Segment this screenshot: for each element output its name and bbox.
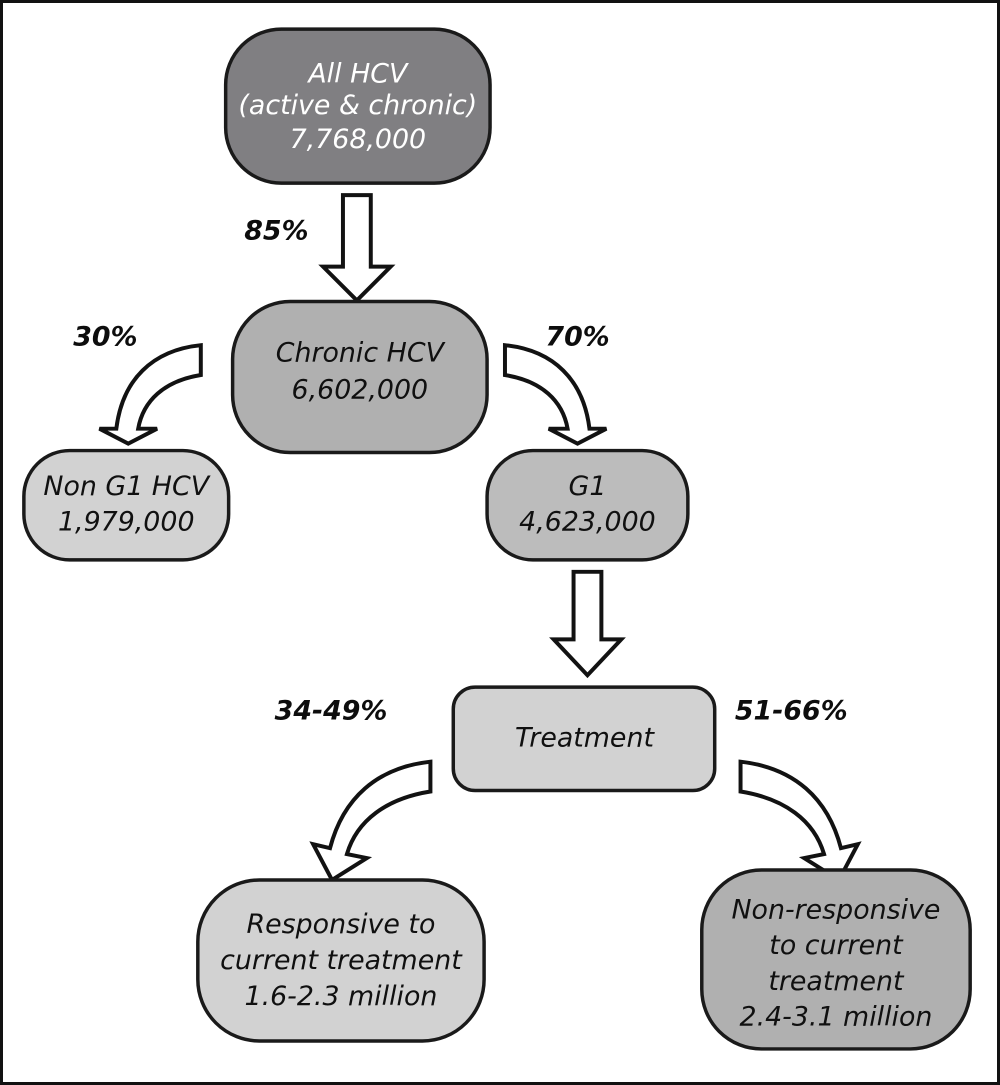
non-g1-hcv-node[interactable]: Non G1 HCV 1,979,000 [22,448,231,562]
non-g1-hcv-line-1: Non G1 HCV [43,471,210,502]
all-hcv-line-3: 7,768,000 [290,124,427,155]
treatment-shape [451,685,717,793]
edge-g1-to-treatment [549,569,626,679]
edge-all-to-chronic: 85% [244,193,396,304]
non-responsive-line-1: Non-responsive [731,894,940,925]
edge-treatment-non-responsive: 51-66% [735,695,862,883]
g1-line-1: G1 [569,471,607,502]
curved-arrow-right-icon [502,342,608,446]
responsive-line-3: 1.6-2.3 million [245,981,438,1012]
non-responsive-line-3: treatment [768,966,905,997]
non-responsive-line-2: to current [769,930,904,961]
curved-arrow-left-icon [309,759,433,883]
non-g1-hcv-line-2: 1,979,000 [58,507,195,538]
treatment-line-1: Treatment [515,722,655,753]
edge-label-70: 70% [545,322,609,353]
responsive-line-2: current treatment [220,945,463,976]
edge-chronic-to-non-g1: 30% [73,322,203,446]
edge-chronic-to-g1: 70% [502,322,610,446]
all-hcv-node[interactable]: All HCV (active & chronic) 7,768,000 [223,27,492,185]
edge-label-30: 30% [73,322,137,353]
down-arrow-icon [318,193,396,304]
edge-label-85: 85% [244,215,308,246]
chronic-hcv-shape [230,299,489,455]
chronic-hcv-line-1: Chronic HCV [276,338,446,369]
responsive-shape [196,878,486,1043]
responsive-node[interactable]: Responsive to current treatment 1.6-2.3 … [196,878,486,1043]
all-hcv-line-2: (active & chronic) [238,90,477,121]
non-responsive-node[interactable]: Non-responsive to current treatment 2.4-… [700,868,972,1051]
responsive-line-1: Responsive to [247,909,436,940]
curved-arrow-right-icon [738,759,862,883]
curved-arrow-left-icon [98,342,203,446]
g1-node[interactable]: G1 4,623,000 [485,448,690,562]
non-g1-hcv-shape [22,448,231,562]
chronic-hcv-line-2: 6,602,000 [292,374,429,405]
treatment-node[interactable]: Treatment [451,685,717,793]
edge-label-34-49: 34-49% [275,695,388,726]
g1-shape [485,448,690,562]
all-hcv-shape [223,27,492,185]
g1-line-2: 4,623,000 [519,507,656,538]
chronic-hcv-node[interactable]: Chronic HCV 6,602,000 [230,299,489,455]
down-arrow-icon [549,569,626,679]
all-hcv-line-1: All HCV [306,58,409,89]
edge-label-51-66: 51-66% [735,695,848,726]
non-responsive-shape [700,868,972,1051]
edge-treatment-responsive: 34-49% [275,695,433,883]
non-responsive-line-4: 2.4-3.1 million [740,1002,933,1033]
flowchart-canvas: 85% 30% 70% 34-49% 51-66% All HC [22,27,972,1051]
